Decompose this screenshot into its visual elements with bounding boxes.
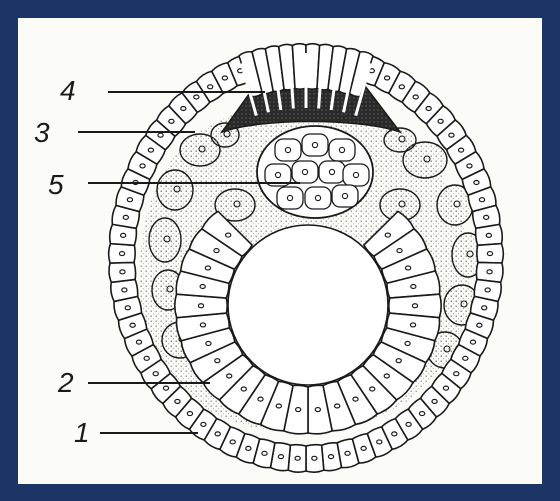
mesoderm-cell <box>157 170 193 210</box>
notochord-cluster <box>257 126 373 218</box>
ectoderm-cell <box>476 224 503 245</box>
gut-cavity <box>228 225 388 385</box>
mesoderm-cell <box>149 218 181 262</box>
notochord-cell <box>305 187 331 209</box>
label-5: 5 <box>48 169 64 200</box>
notochord-cell <box>275 139 301 161</box>
ectoderm-cell <box>322 443 342 471</box>
ectoderm-cell <box>109 262 136 282</box>
notochord-cell <box>277 187 303 209</box>
notochord-cell <box>329 139 355 161</box>
label-3: 3 <box>34 117 50 148</box>
label-4: 4 <box>60 75 76 106</box>
notochord-cell <box>343 164 369 186</box>
label-1: 1 <box>74 417 90 448</box>
notochord-cell <box>292 161 318 183</box>
neural-plate <box>222 44 400 132</box>
label-2: 2 <box>57 367 74 398</box>
ectoderm-cell <box>477 244 503 263</box>
ectoderm-cell <box>109 244 135 263</box>
notochord-cell <box>319 161 345 183</box>
neural-plate-cell <box>292 44 306 89</box>
notochord-cell <box>332 185 358 207</box>
ectoderm-cell <box>288 445 306 473</box>
notochord-cell <box>302 134 328 156</box>
ectoderm-cell <box>306 445 324 473</box>
